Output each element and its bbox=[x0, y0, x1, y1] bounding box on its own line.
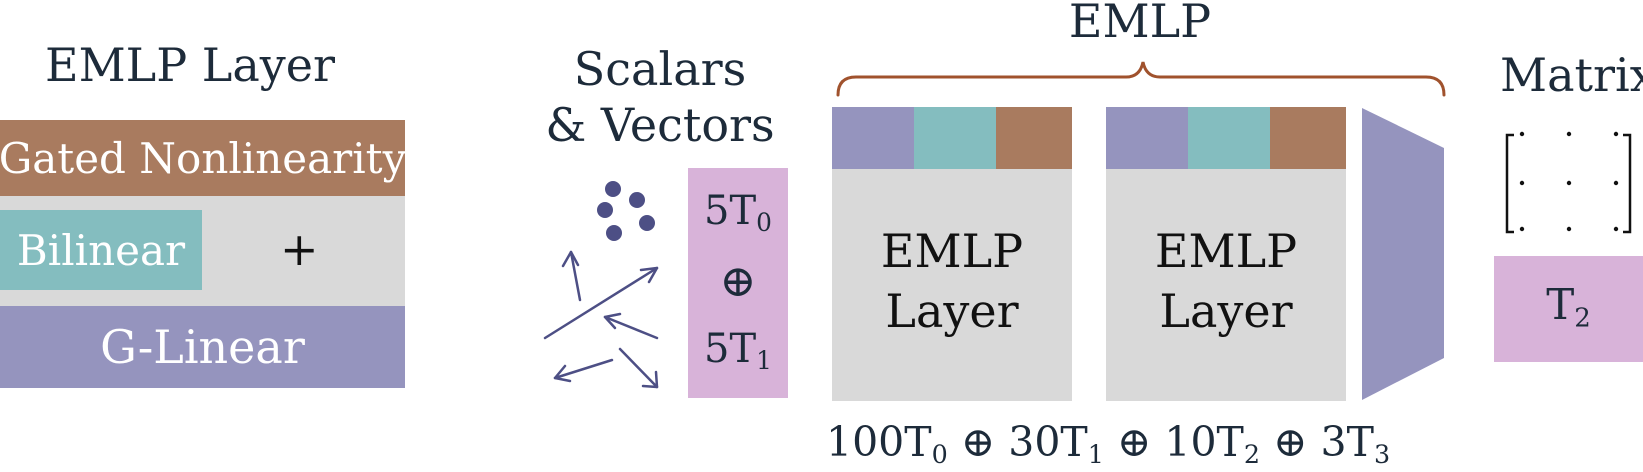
output-title: Matrix bbox=[1500, 48, 1643, 102]
input-title-line2: & Vectors bbox=[545, 98, 775, 152]
input-rep-box bbox=[688, 168, 788, 398]
gated-nonlinearity-band: Gated Nonlinearity bbox=[0, 120, 407, 196]
hidden-rep-op-3: ⊕ bbox=[1273, 418, 1308, 466]
layer-1-bilinear-stripe bbox=[914, 107, 996, 169]
layer-1-glinear-stripe bbox=[832, 107, 914, 169]
output-projection-layer bbox=[1362, 108, 1444, 400]
hidden-rep: 100T0 ⊕ 30T1 ⊕ 10T2 ⊕ 3T3 bbox=[826, 418, 1390, 469]
emlp-brace bbox=[836, 61, 1446, 97]
hidden-rep-term-3: 3T3 bbox=[1320, 418, 1391, 470]
output-rep-sub: 2 bbox=[1574, 303, 1591, 334]
g-linear-band: G-Linear bbox=[0, 306, 405, 388]
input-rep-top-sub: 0 bbox=[756, 207, 772, 237]
layer-2-gated-stripe bbox=[1270, 107, 1346, 169]
emlp-layer-title: EMLP Layer bbox=[45, 38, 335, 92]
output-rep-coef: T bbox=[1546, 280, 1575, 329]
output-rep: T2 bbox=[1494, 280, 1643, 333]
input-rep-bottom-sub: 1 bbox=[756, 345, 772, 375]
layer-2-glinear-stripe bbox=[1106, 107, 1188, 169]
emlp-layer-2: EMLP Layer bbox=[1106, 107, 1346, 401]
g-linear-label: G-Linear bbox=[100, 320, 305, 374]
layer-1-gated-stripe bbox=[996, 107, 1072, 169]
input-rep-bottom: 5T1 bbox=[688, 326, 788, 375]
hidden-rep-term-1: 30T1 bbox=[1008, 418, 1104, 470]
hidden-rep-op-2: ⊕ bbox=[1116, 418, 1152, 466]
hidden-rep-op-1: ⊕ bbox=[960, 418, 996, 466]
input-rep-bottom-coef: 5T bbox=[704, 326, 757, 372]
layer-2-label: EMLP Layer bbox=[1106, 221, 1346, 341]
gated-nonlinearity-label: Gated Nonlinearity bbox=[0, 133, 407, 183]
layer-1-label: EMLP Layer bbox=[832, 221, 1072, 341]
scalar-dots-icon bbox=[597, 181, 655, 241]
emlp-layer-1: EMLP Layer bbox=[832, 107, 1072, 401]
plus-sign: + bbox=[280, 222, 319, 276]
output-rep-box bbox=[1494, 256, 1643, 362]
matrix-icon bbox=[1505, 133, 1632, 234]
layer-1-label-line1: EMLP bbox=[880, 224, 1024, 278]
layer-2-bilinear-stripe bbox=[1188, 107, 1270, 169]
layer-2-label-line1: EMLP bbox=[1154, 224, 1298, 278]
input-rep-top: 5T0 bbox=[688, 188, 788, 237]
input-rep-top-coef: 5T bbox=[704, 188, 757, 234]
input-rep-op: ⊕ bbox=[719, 256, 757, 307]
emlp-title: EMLP bbox=[1068, 0, 1212, 48]
vector-arrows-icon bbox=[543, 250, 659, 389]
layer-1-label-line2: Layer bbox=[885, 284, 1019, 338]
matrix-dots bbox=[1519, 131, 1619, 232]
layer-2-label-line2: Layer bbox=[1159, 284, 1293, 338]
input-title-line1: Scalars bbox=[573, 42, 747, 96]
bilinear-band: Bilinear bbox=[0, 210, 202, 290]
bilinear-label: Bilinear bbox=[16, 225, 186, 275]
hidden-rep-term-0: 100T0 bbox=[826, 418, 948, 470]
hidden-rep-term-2: 10T2 bbox=[1164, 418, 1261, 470]
